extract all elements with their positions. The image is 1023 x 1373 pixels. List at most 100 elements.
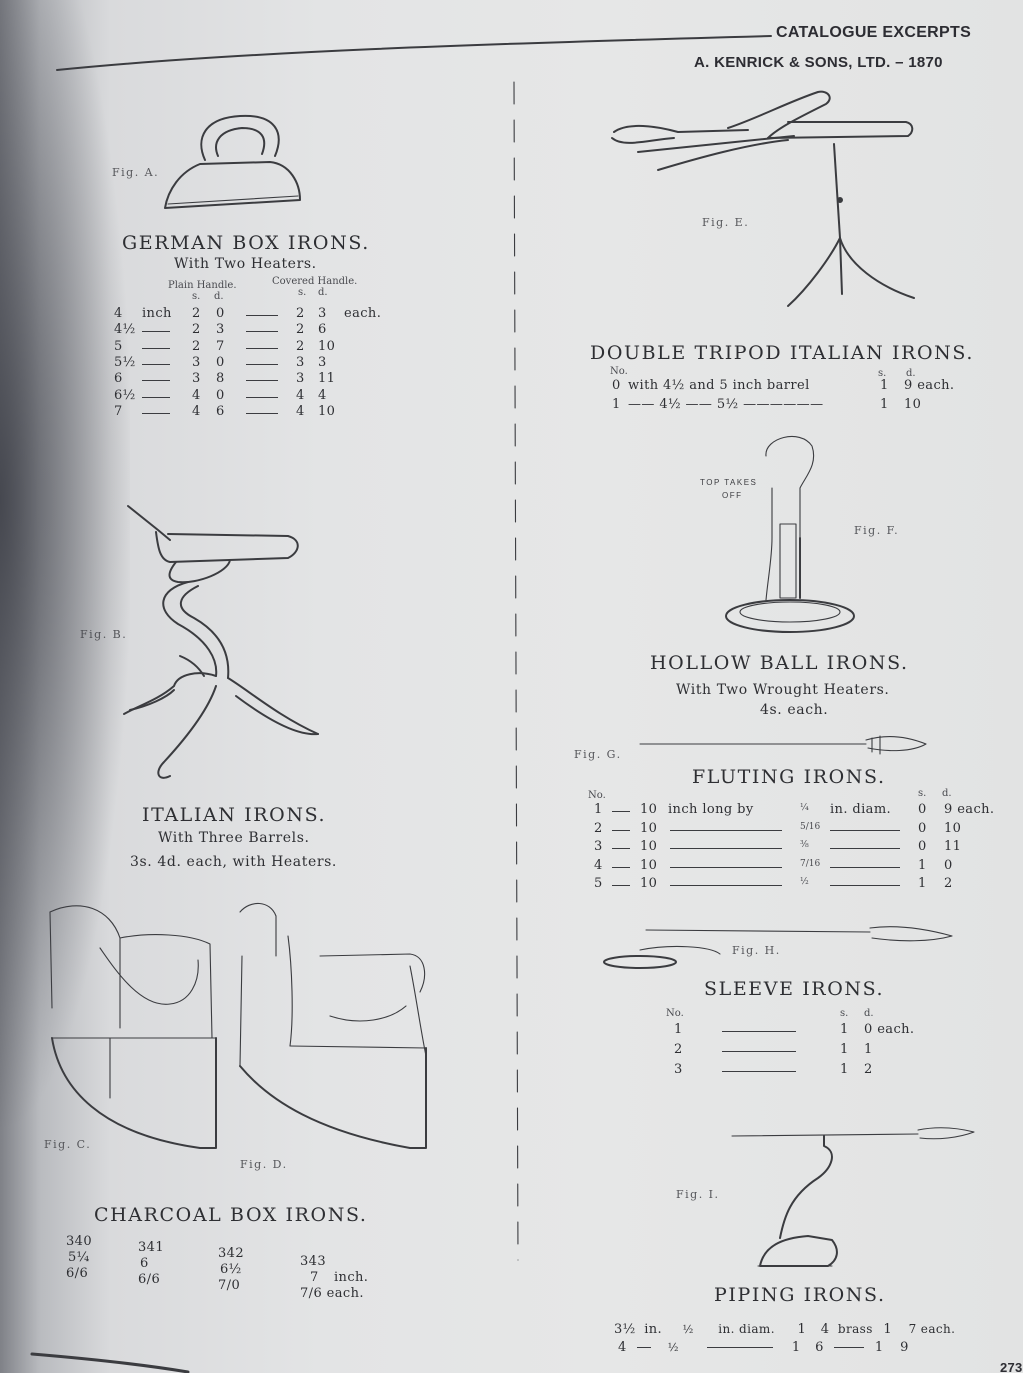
sleeve-row-s: 1: [840, 1042, 849, 1057]
tripod-row-s: 1: [880, 378, 889, 393]
tripod-no-label: No.: [610, 366, 628, 377]
fluting-row-desc: inch long by: [668, 802, 754, 817]
tripod-row-text: with 4½ and 5 inch barrel: [628, 378, 810, 393]
fluting-row-s: 0: [918, 802, 927, 817]
fig-f-label: Fig. F.: [854, 524, 900, 537]
fluting-row-len: 10: [640, 839, 658, 854]
hollow-ball-iron-illustration: [725, 436, 855, 633]
italian-title: ITALIAN IRONS.: [142, 804, 327, 826]
german-row-covered-d: 3: [318, 306, 327, 321]
section-heading: CATALOGUE EXCERPTS: [776, 24, 972, 41]
german-row-dash-1: [142, 396, 170, 398]
piping-unit: in.: [644, 1322, 663, 1337]
german-row-dash-2: [246, 331, 278, 333]
german-row-plain-d: 3: [216, 322, 225, 338]
piping-iron-illustration: [731, 1127, 975, 1267]
stamp-line-2: OFF: [722, 491, 743, 500]
tripod-row-d: 10: [904, 397, 922, 412]
german-row-covered-s: 4: [296, 387, 305, 403]
hollow-title: HOLLOW BALL IRONS.: [650, 652, 909, 674]
sleeve-row-d: 0 each.: [864, 1022, 915, 1037]
piping-dash-c: [834, 1347, 865, 1348]
italian-subtitle: With Three Barrels.: [158, 830, 310, 846]
german-row-dash-1: [142, 380, 170, 382]
fluting-row-no: 3: [594, 839, 603, 854]
german-col-plain: Plain Handle.: [168, 280, 237, 291]
german-subtitle: With Two Heaters.: [174, 256, 317, 272]
german-row-plain-s: 3: [192, 354, 201, 370]
piping-title: PIPING IRONS.: [714, 1284, 886, 1306]
german-row-plain-s: 2: [192, 306, 201, 321]
piping-size-2: 4: [618, 1340, 627, 1355]
piping-brass-d: 7 each.: [908, 1322, 956, 1336]
german-row-covered-d: 6: [318, 322, 327, 338]
fluting-row-dash-1: [612, 866, 630, 868]
page-fold-shadow: [0, 0, 130, 1373]
german-row-plain-d: 0: [216, 306, 225, 321]
tripod-row-d: 9 each.: [904, 378, 955, 393]
german-row-plain-d: 6: [216, 403, 225, 419]
german-row-covered-s: 3: [296, 371, 305, 387]
german-row-plain-s: 2: [192, 338, 201, 354]
sleeve-unit-d: d.: [864, 1008, 874, 1019]
piping-size: 3½: [614, 1322, 636, 1337]
german-row-size: 4: [114, 306, 123, 321]
charcoal-col-price: 6/6: [66, 1266, 89, 1281]
fluting-row-len: 10: [640, 820, 658, 836]
german-unit-d1: d.: [214, 291, 224, 302]
german-row-plain-s: 4: [192, 403, 201, 419]
fluting-row-dash-1: [612, 885, 630, 886]
tripod-unit-d: d.: [906, 368, 916, 379]
german-row-dash-2: [246, 363, 278, 365]
tripod-row-text: —— 4½ —— 5½ ——————: [628, 397, 824, 412]
piping-row-1: 3½ in. ½ in. diam. 1 4 brass 1 7 each.: [614, 1322, 955, 1337]
fluting-row-d: 11: [944, 839, 962, 854]
sleeve-iron-illustration: [603, 926, 953, 969]
fluting-row-dash-2: [670, 829, 782, 831]
sleeve-row-no: 2: [674, 1042, 683, 1057]
piping-row-2: 4 ½ 1 6 1 9: [618, 1340, 909, 1355]
piping-frac-2: ½: [667, 1341, 679, 1354]
german-row-covered-s: 4: [296, 403, 305, 419]
fluting-row-no: 5: [594, 876, 603, 891]
fluting-row-dash-2: [670, 885, 782, 886]
fluting-row-d: 10: [944, 820, 962, 836]
sleeve-unit-s: s.: [840, 1008, 849, 1019]
fluting-row-s: 0: [918, 839, 927, 854]
fluting-row-diam-text: in. diam.: [830, 802, 892, 817]
fig-g-label: Fig. G.: [574, 748, 622, 761]
german-row-size: 4½: [114, 322, 136, 338]
charcoal-col-no: 343: [300, 1254, 327, 1269]
fluting-row-dash-3: [830, 848, 900, 849]
piping-diam: in. diam.: [718, 1322, 775, 1336]
german-row-covered-s: 2: [296, 306, 305, 321]
charcoal-col-price: 7/6 each.: [300, 1286, 364, 1301]
sleeve-row-s: 1: [840, 1022, 849, 1037]
german-unit-s1: s.: [192, 291, 201, 302]
top-takes-off-stamp: TOP TAKES OFF: [700, 478, 757, 500]
header-rule: [56, 35, 772, 71]
german-box-iron-illustration: [164, 114, 301, 209]
german-row-covered-d: 4: [318, 387, 327, 403]
fluting-row-len: 10: [640, 876, 658, 891]
german-row-plain-s: 4: [192, 387, 201, 403]
piping-dash-a: [637, 1347, 652, 1348]
german-row-dash-2: [246, 380, 278, 382]
german-row-size: 7: [114, 403, 123, 419]
piping-d: 4: [820, 1322, 830, 1337]
fluting-row-len: 10: [640, 857, 658, 873]
german-col-covered: Covered Handle.: [272, 276, 358, 287]
fluting-row-dash-3: [830, 885, 900, 886]
german-row-dash-2: [246, 396, 278, 398]
fluting-row-no: 1: [594, 802, 603, 817]
tripod-row-no: 1: [612, 397, 621, 412]
sleeve-row-d: 1: [864, 1042, 873, 1057]
german-row-covered-s: 3: [296, 354, 305, 370]
german-row-plain-d: 8: [216, 371, 225, 387]
fluting-row-diam: ½: [800, 877, 809, 887]
german-row-dash-2: [246, 315, 278, 316]
fig-i-label: Fig. I.: [676, 1188, 720, 1201]
tripod-title: DOUBLE TRIPOD ITALIAN IRONS.: [590, 342, 974, 364]
fluting-row-no: 4: [594, 857, 603, 873]
